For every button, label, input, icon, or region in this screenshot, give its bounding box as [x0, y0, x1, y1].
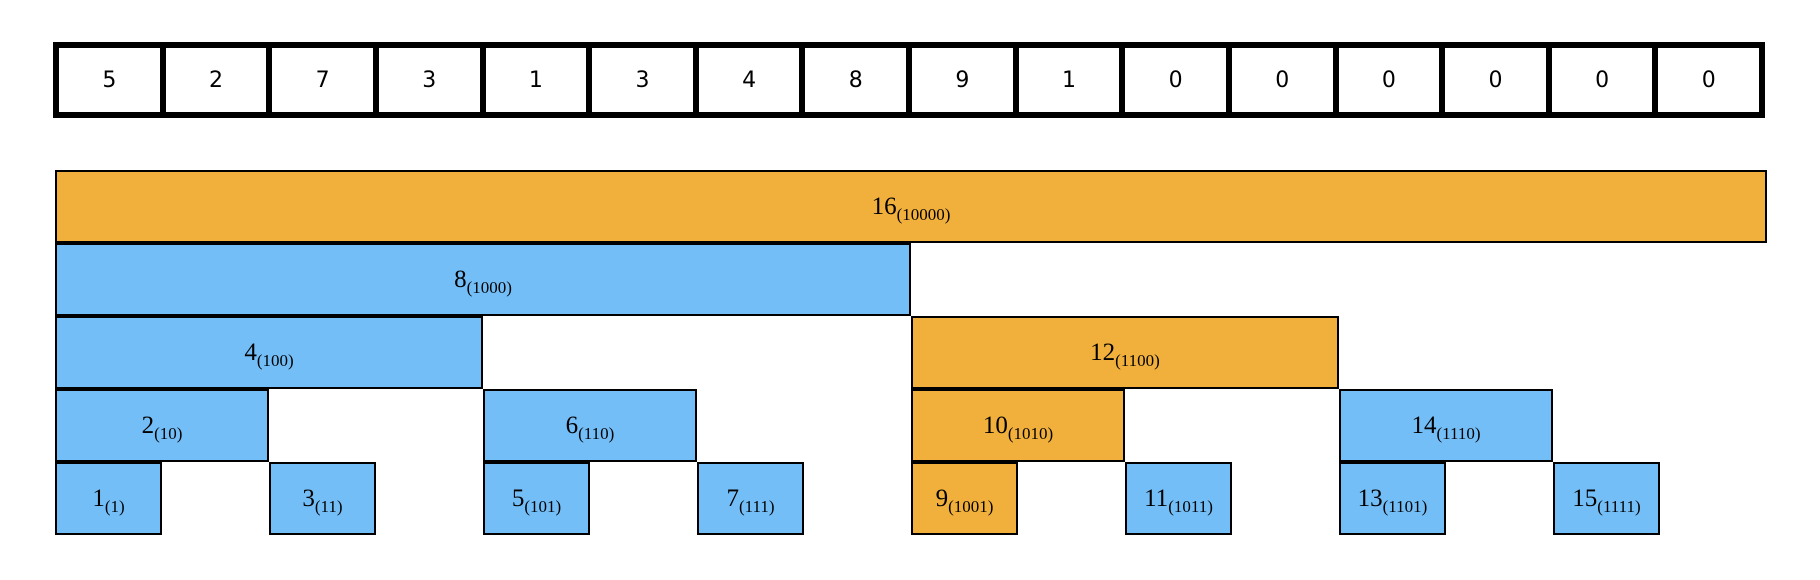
- node-binary-label: (10000): [896, 204, 951, 224]
- node-index-label: 10: [982, 411, 1008, 439]
- tree-node-3: 3(11): [269, 462, 376, 535]
- array-cell-1: 5: [59, 48, 160, 112]
- array-cell-6: 3: [592, 48, 693, 112]
- array-cell-9: 9: [912, 48, 1013, 112]
- tree-node-15: 15(1111): [1553, 462, 1660, 535]
- node-index-label: 8: [454, 265, 467, 293]
- node-index-label: 13: [1357, 484, 1383, 512]
- tree-node-7: 7(111): [697, 462, 804, 535]
- node-index-label: 1: [92, 484, 105, 512]
- tree-node-9: 9(1001): [911, 462, 1018, 535]
- tree-node-10: 10(1010): [911, 389, 1125, 462]
- array-cell-2: 2: [165, 48, 267, 112]
- array-cell-8: 8: [805, 48, 906, 112]
- tree-node-13: 13(1101): [1339, 462, 1446, 535]
- array-cell-14: 0: [1445, 48, 1546, 112]
- array-cell-7: 4: [698, 48, 800, 112]
- tree-node-16: 16(10000): [55, 170, 1767, 243]
- node-index-label: 9: [935, 484, 949, 512]
- tree-node-4: 4(100): [55, 316, 483, 389]
- node-binary-label: (110): [578, 423, 615, 443]
- tree-node-5: 5(101): [483, 462, 590, 535]
- array-row: 5 2 7 3 1 3 4 8 9 1 0 0 0 0 0 0: [53, 42, 1765, 118]
- node-index-label: 16: [871, 192, 897, 220]
- tree-node-8: 8(1000): [55, 243, 911, 316]
- tree-node-11: 11(1011): [1125, 462, 1232, 535]
- array-cell-4: 3: [378, 48, 480, 112]
- node-binary-label: (1011): [1168, 496, 1213, 516]
- tree-node-6: 6(110): [483, 389, 697, 462]
- node-binary-label: (101): [524, 496, 562, 516]
- node-index-label: 4: [244, 338, 257, 366]
- node-binary-label: (100): [256, 350, 294, 370]
- node-index-label: 11: [1144, 484, 1169, 512]
- node-binary-label: (111): [738, 496, 775, 516]
- array-cell-5: 1: [485, 48, 587, 112]
- node-index-label: 2: [141, 411, 155, 439]
- array-cell-3: 7: [272, 48, 373, 112]
- node-index-label: 6: [565, 411, 579, 439]
- node-index-label: 7: [726, 484, 739, 512]
- node-index-label: 3: [302, 484, 315, 512]
- node-binary-label: (11): [314, 496, 343, 516]
- node-binary-label: (1110): [1436, 423, 1481, 443]
- array-cell-16: 0: [1658, 48, 1759, 112]
- array-cell-10: 1: [1018, 48, 1120, 112]
- array-cell-11: 0: [1125, 48, 1226, 112]
- node-binary-label: (1000): [466, 277, 512, 297]
- node-index-label: 5: [511, 484, 525, 512]
- array-cell-15: 0: [1551, 48, 1653, 112]
- node-binary-label: (1001): [948, 496, 994, 516]
- node-binary-label: (1100): [1115, 350, 1160, 370]
- array-cell-13: 0: [1338, 48, 1440, 112]
- tree-node-1: 1(1): [55, 462, 162, 535]
- tree-node-2: 2(10): [55, 389, 269, 462]
- node-index-label: 12: [1090, 338, 1116, 366]
- node-index-label: 15: [1572, 484, 1598, 512]
- node-binary-label: (1010): [1007, 423, 1054, 443]
- node-binary-label: (1111): [1597, 496, 1641, 516]
- node-index-label: 14: [1411, 411, 1437, 439]
- tree-node-12: 12(1100): [911, 316, 1339, 389]
- node-binary-label: (1101): [1382, 496, 1428, 516]
- tree-node-14: 14(1110): [1339, 389, 1553, 462]
- node-binary-label: (10): [154, 423, 183, 443]
- array-cell-12: 0: [1231, 48, 1333, 112]
- node-binary-label: (1): [104, 496, 125, 516]
